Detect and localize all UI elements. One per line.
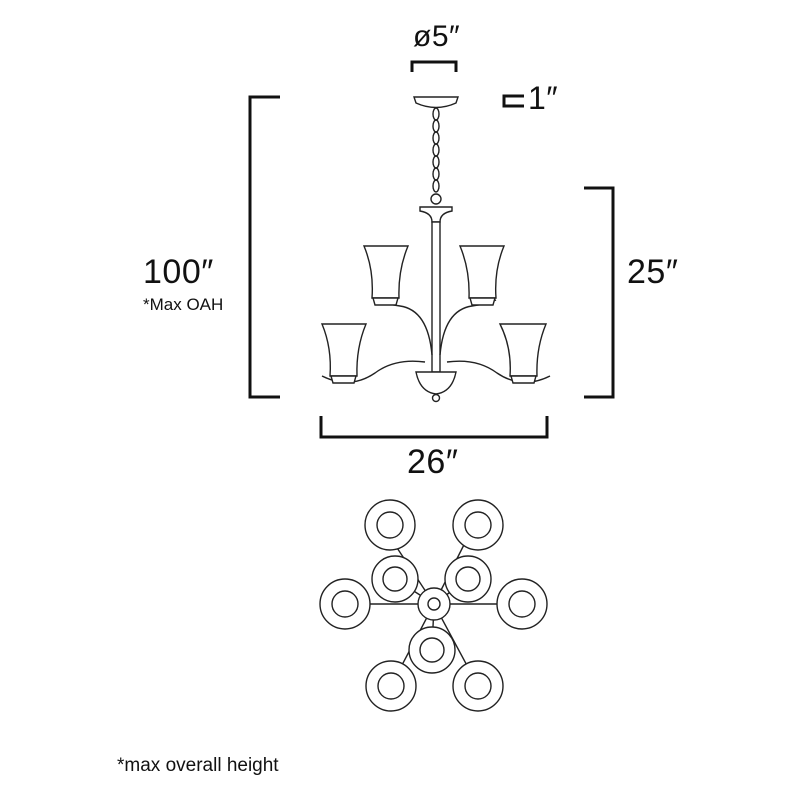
central-column [431,221,441,373]
fixture-width-label: 26″ [407,443,459,481]
plan-light [364,499,416,551]
plan-light [444,555,492,603]
plan-light [365,660,417,712]
plan-light [371,555,419,603]
plan-light [496,578,548,630]
chain [430,107,442,205]
plan-light [408,626,456,674]
upper-arm-left [375,299,433,356]
fixture-height-label: 25″ [627,253,679,291]
fixture-height-bracket [584,186,615,399]
shade-lower-left [320,323,368,384]
canopy-width-bracket [410,60,458,72]
chandelier-bottom-view [319,499,548,712]
shade-lower-right [498,323,548,384]
bottom-finial [431,393,441,403]
column-head [419,206,453,223]
overall-height-note: *Max OAH [143,295,224,314]
overall-height-label: 100″ [143,253,214,291]
canopy [413,96,459,109]
plan-light [319,578,371,630]
shade-upper-left [362,245,410,306]
canopy-height-label: 1″ [528,80,559,116]
overall-height-bracket [248,95,280,399]
canopy-diameter-label: ø5″ [413,20,461,53]
footnote: *max overall height [117,755,279,776]
plan-light [452,660,504,712]
plan-light [452,499,504,551]
bottom-bowl [415,371,457,395]
canopy-height-bracket [502,94,524,108]
upper-arm-right [439,299,497,356]
fixture-width-bracket [319,416,549,439]
chandelier-side-view [320,96,551,403]
shade-upper-right [458,245,506,306]
